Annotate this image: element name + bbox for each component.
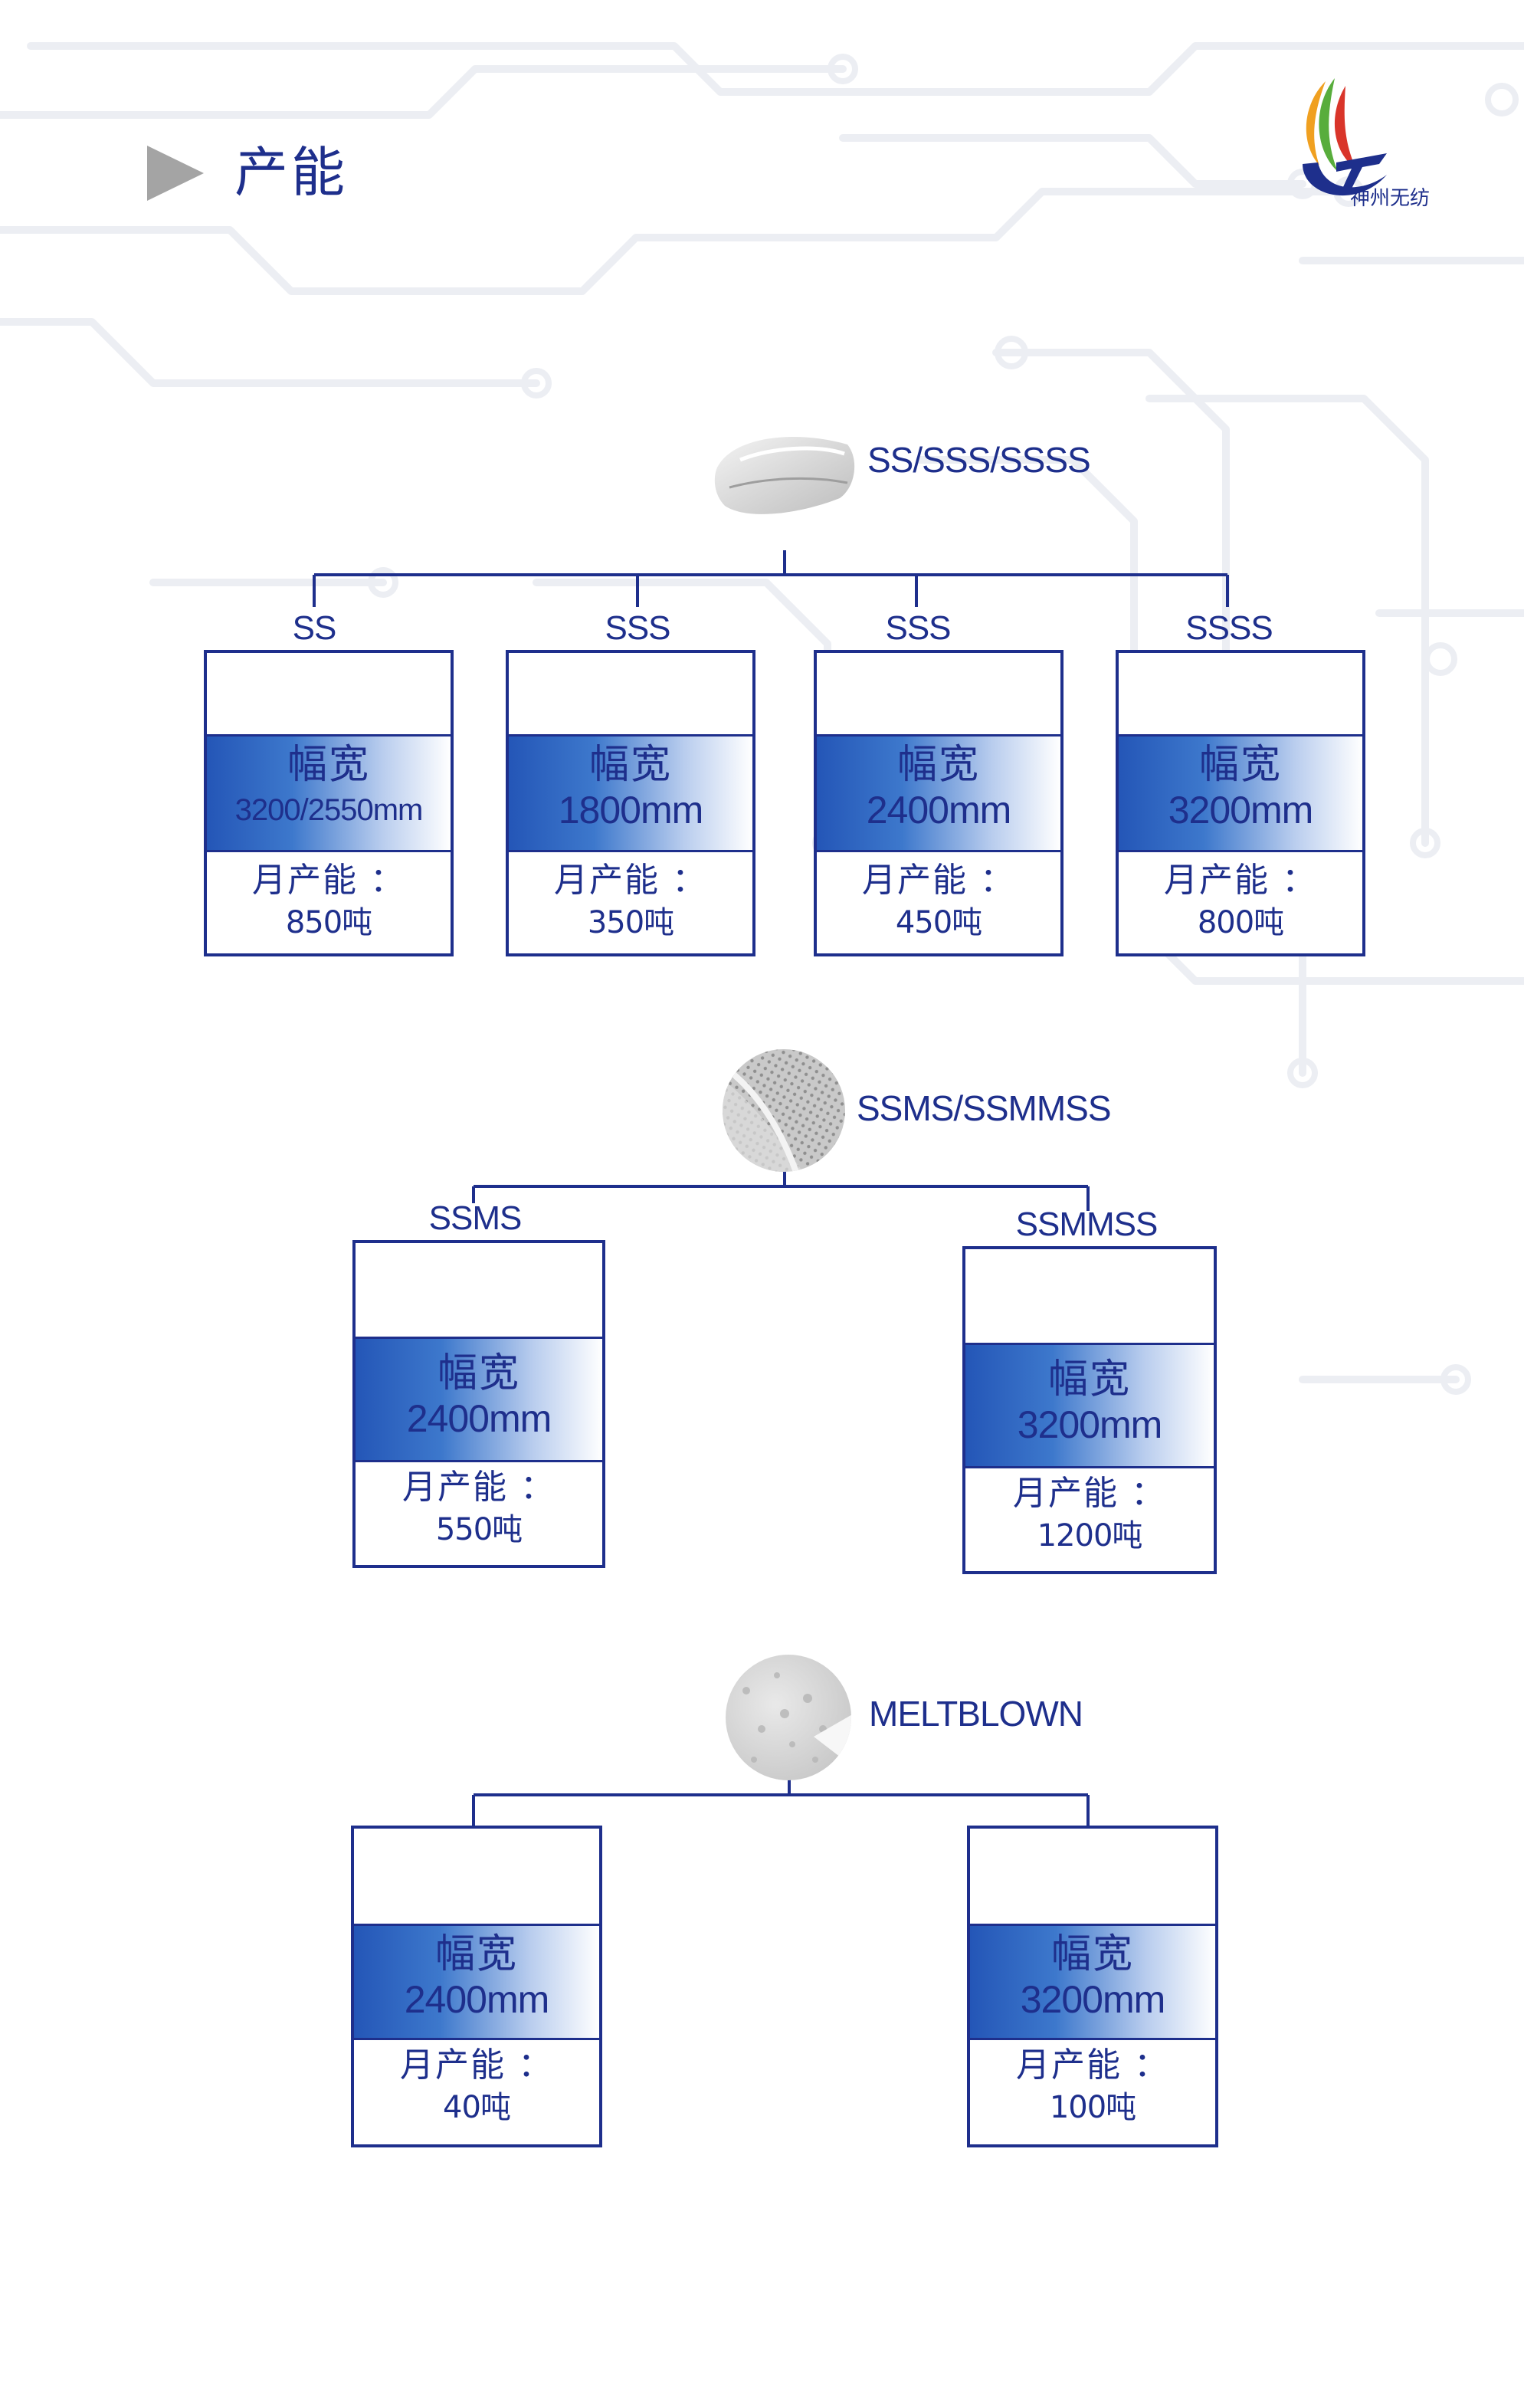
capacity-label: 月产能 ： — [1013, 1474, 1166, 1513]
section-title-meltblown: MELTBLOWN — [869, 1694, 1083, 1734]
fabric-roll-image — [714, 437, 855, 514]
capacity-label: 月产能 ： — [402, 1468, 556, 1507]
capacity-block: 月产能 ： 100吨 — [970, 2037, 1215, 2144]
logo-text: 神州无纺 — [1350, 187, 1431, 210]
company-logo — [1303, 78, 1387, 196]
card-blank — [509, 653, 752, 737]
width-band: 幅宽 3200mm — [965, 1345, 1214, 1468]
width-value: 1800mm — [558, 789, 704, 832]
meltblown-fabric-image — [726, 1655, 851, 1780]
width-label: 幅宽 — [896, 742, 980, 788]
capacity-label: 月产能 ： — [1016, 2045, 1169, 2085]
capacity-value: 1200吨 — [1037, 1518, 1143, 1553]
capacity-value: 350吨 — [587, 905, 674, 940]
width-value: 2400mm — [406, 1397, 552, 1440]
section-title-ss: SS/SSS/SSSS — [867, 440, 1091, 480]
capacity-label: 月产能 ： — [554, 861, 707, 900]
width-label: 幅宽 — [287, 742, 370, 788]
play-arrow-icon — [147, 146, 204, 201]
width-value: 2400mm — [404, 1978, 550, 2021]
capacity-block: 月产能 ： 850吨 — [207, 852, 451, 953]
node-label: SSS — [885, 609, 951, 647]
width-label: 幅宽 — [1198, 742, 1282, 788]
width-label: 幅宽 — [434, 1931, 518, 1977]
capacity-value: 450吨 — [895, 905, 982, 940]
spunbond-fabric-image — [723, 1049, 845, 1172]
width-value: 3200mm — [1020, 1978, 1166, 2021]
card-blank — [970, 1829, 1215, 1926]
node-label: SSSS — [1185, 609, 1273, 647]
width-value: 3200/2550mm — [234, 793, 424, 827]
capacity-card: 幅宽 3200/2550mm 月产能 ： 850吨 — [204, 650, 454, 956]
width-band: 幅宽 2400mm — [354, 1926, 599, 2040]
capacity-value: 100吨 — [1049, 2090, 1136, 2125]
capacity-value: 550吨 — [435, 1512, 523, 1547]
node-label: SSS — [605, 609, 670, 647]
capacity-label: 月产能 ： — [252, 861, 405, 900]
capacity-card: 幅宽 1800mm 月产能 ： 350吨 — [506, 650, 755, 956]
capacity-block: 月产能 ： 800吨 — [1119, 852, 1362, 953]
width-label: 幅宽 — [1050, 1931, 1134, 1977]
capacity-card: 幅宽 3200mm 月产能 ： 100吨 — [967, 1826, 1218, 2147]
capacity-label: 月产能 ： — [400, 2045, 553, 2085]
capacity-value: 800吨 — [1197, 905, 1284, 940]
node-label: SS — [292, 609, 337, 647]
width-label: 幅宽 — [588, 742, 672, 788]
width-label: 幅宽 — [437, 1350, 520, 1396]
page-title: 产能 — [234, 141, 348, 204]
section-title-ssms: SSMS/SSMMSS — [857, 1088, 1112, 1128]
card-blank — [356, 1243, 602, 1339]
width-band: 幅宽 3200/2550mm — [207, 737, 451, 852]
width-band: 幅宽 1800mm — [509, 737, 752, 852]
capacity-label: 月产能 ： — [1164, 861, 1317, 900]
width-band: 幅宽 2400mm — [817, 737, 1060, 852]
width-band: 幅宽 3200mm — [970, 1926, 1215, 2040]
card-blank — [817, 653, 1060, 737]
width-value: 3200mm — [1168, 789, 1314, 832]
capacity-label: 月产能 ： — [862, 861, 1015, 900]
capacity-block: 月产能 ： 450吨 — [817, 852, 1060, 953]
width-value: 3200mm — [1017, 1403, 1163, 1446]
card-blank — [1119, 653, 1362, 737]
capacity-card: 幅宽 3200mm 月产能 ： 1200吨 — [962, 1246, 1217, 1574]
width-band: 幅宽 3200mm — [1119, 737, 1362, 852]
node-label: SSMS — [428, 1199, 523, 1237]
capacity-card: 幅宽 2400mm 月产能 ： 450吨 — [814, 650, 1064, 956]
capacity-value: 40吨 — [443, 2090, 511, 2125]
width-value: 2400mm — [866, 789, 1012, 832]
node-label: SSMMSS — [1015, 1206, 1159, 1243]
capacity-block: 月产能 ： 1200吨 — [965, 1465, 1214, 1571]
capacity-card: 幅宽 2400mm 月产能 ： 40吨 — [351, 1826, 602, 2147]
card-blank — [207, 653, 451, 737]
capacity-value: 850吨 — [285, 905, 372, 940]
capacity-block: 月产能 ： 550吨 — [356, 1459, 602, 1565]
capacity-card: 幅宽 3200mm 月产能 ： 800吨 — [1116, 650, 1365, 956]
card-blank — [354, 1829, 599, 1926]
capacity-block: 月产能 ： 350吨 — [509, 852, 752, 953]
capacity-block: 月产能 ： 40吨 — [354, 2037, 599, 2144]
width-band: 幅宽 2400mm — [356, 1339, 602, 1462]
card-blank — [965, 1249, 1214, 1345]
width-label: 幅宽 — [1047, 1357, 1131, 1402]
capacity-card: 幅宽 2400mm 月产能 ： 550吨 — [352, 1240, 605, 1568]
